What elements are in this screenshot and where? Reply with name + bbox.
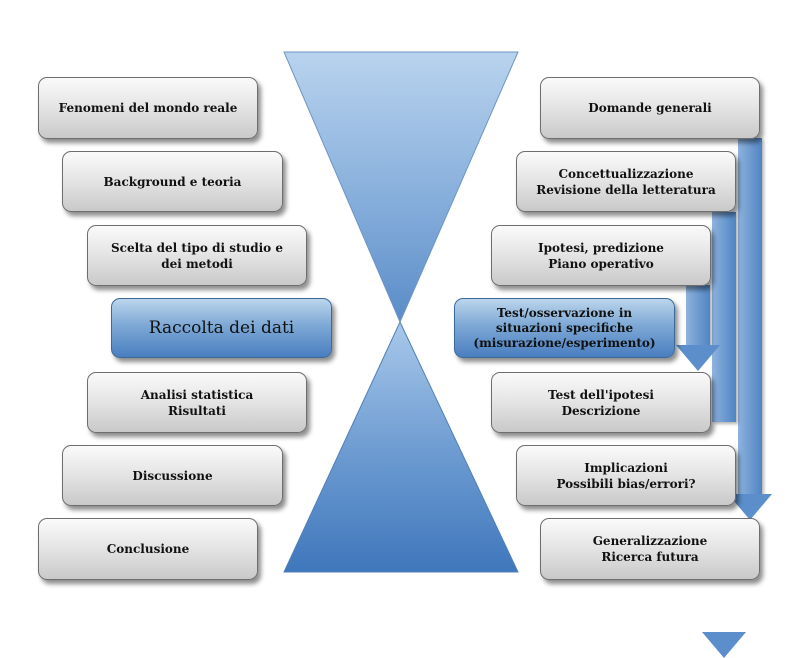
box-analisi: Analisi statistica Risultati [87, 372, 307, 433]
hourglass-shape [283, 51, 519, 573]
box-discussione: Discussione [62, 445, 283, 506]
box-text: Risultati [168, 403, 226, 418]
box-text: Ricerca futura [601, 550, 699, 564]
box-text: Test dell'ipotesi [548, 387, 654, 402]
box-text: Analisi statistica [140, 387, 254, 402]
box-text: Generalizzazione [592, 534, 708, 548]
hourglass-top-triangle [283, 51, 519, 324]
box-text: Implicazioni [584, 460, 668, 475]
box-ipotesi: Ipotesi, predizione Piano operativo [491, 225, 711, 286]
box-text: Ipotesi, predizione [538, 240, 664, 255]
box-text: Discussione [132, 468, 213, 483]
box-text: (misurazione/esperimento) [473, 335, 656, 350]
box-text: Piano operativo [548, 256, 654, 271]
box-text: dei metodi [161, 256, 233, 271]
box-text: Test/osservazione in [496, 305, 633, 320]
box-text: Scelta del tipo di studio e [110, 240, 283, 255]
box-fenomeni: Fenomeni del mondo reale [38, 77, 258, 139]
box-text: Concettualizzazione [558, 166, 694, 181]
box-implicazioni: Implicazioni Possibili bias/errori? [516, 445, 736, 506]
box-text: Fenomeni del mondo reale [58, 101, 238, 115]
box-text: Raccolta dei dati [148, 318, 295, 338]
box-test-ipotesi: Test dell'ipotesi Descrizione [491, 372, 711, 433]
box-domande-generali: Domande generali [540, 77, 760, 139]
box-text: Descrizione [561, 403, 641, 418]
box-text: Conclusione [106, 542, 190, 556]
box-text: Revisione della letteratura [536, 182, 716, 197]
box-text: Domande generali [588, 101, 712, 115]
box-generalizzazione: Generalizzazione Ricerca futura [540, 518, 760, 580]
box-test-osservazione: Test/osservazione in situazioni specific… [454, 298, 675, 358]
box-text: Background e teoria [103, 174, 242, 189]
box-concettualizzazione: Concettualizzazione Revisione della lett… [516, 151, 736, 212]
box-text: situazioni specifiche [495, 320, 634, 335]
hourglass-bottom-triangle [283, 320, 519, 573]
box-background: Background e teoria [62, 151, 283, 212]
box-conclusione: Conclusione [38, 518, 258, 580]
box-scelta-studio: Scelta del tipo di studio e dei metodi [87, 225, 307, 286]
box-text: Possibili bias/errori? [556, 476, 696, 491]
box-raccolta-dati: Raccolta dei dati [111, 298, 332, 358]
